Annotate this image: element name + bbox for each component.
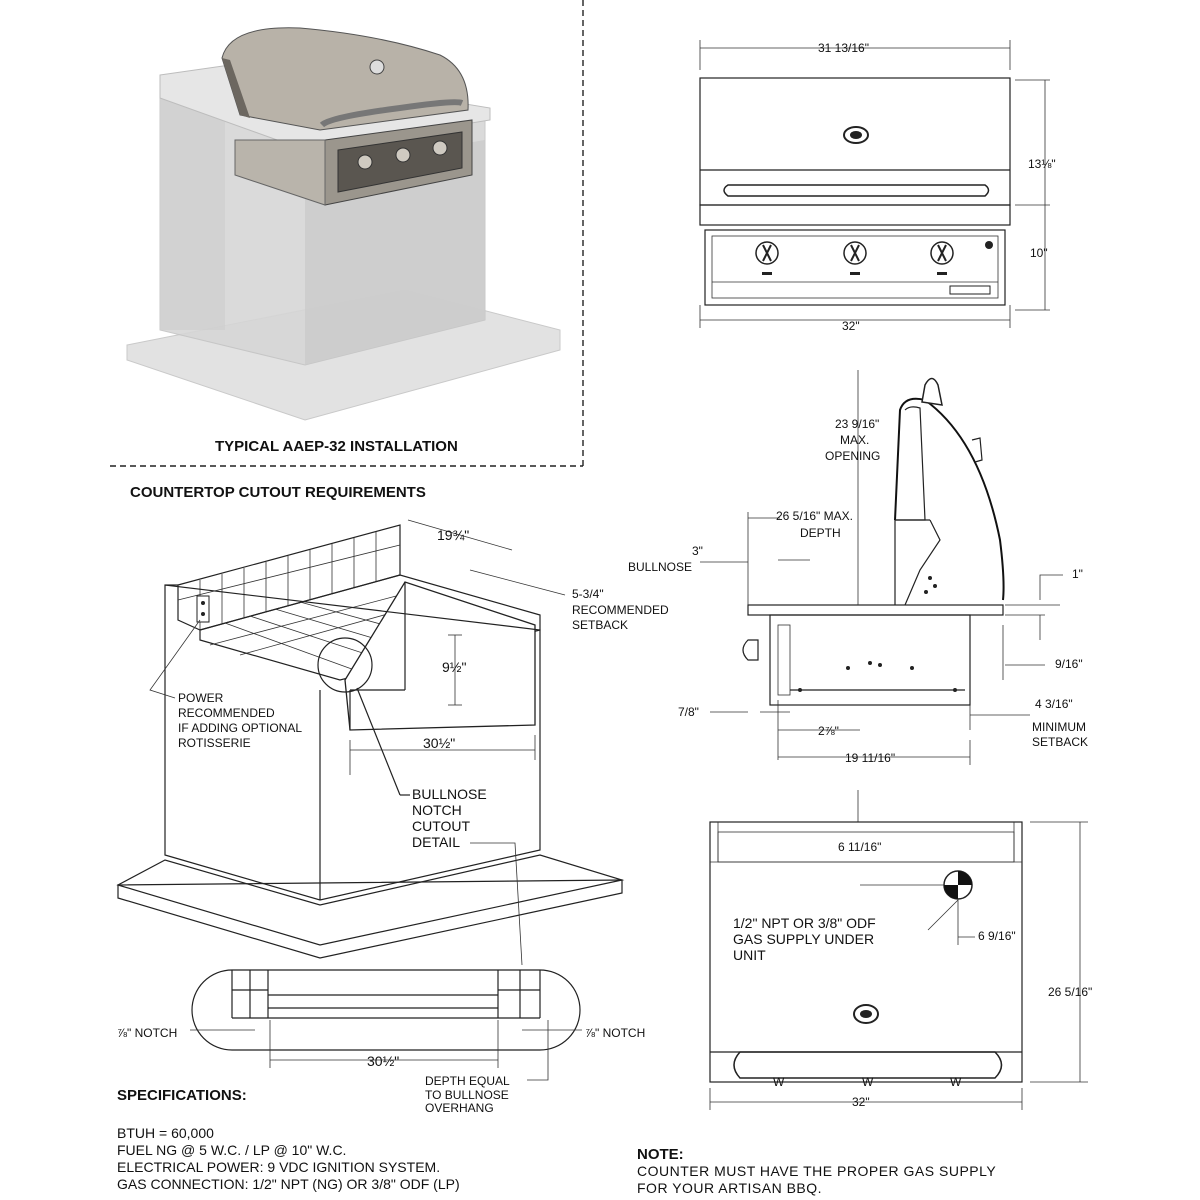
top-dim-lip: 6 11/16" <box>838 840 881 854</box>
knob-2-icon <box>395 147 411 163</box>
note-block: NOTE: COUNTER MUST HAVE THE PROPER GAS S… <box>637 1146 996 1196</box>
notch-detail: ⅞" NOTCH ⅞" NOTCH 30½" DEPTH EQUAL TO BU… <box>117 969 645 1115</box>
side-dim-bullnose: 3" <box>692 544 703 558</box>
cutout-dim-width-top: 19¾" <box>437 527 469 543</box>
side-dim-depth: 19 11/16" <box>845 751 895 765</box>
max-opening-line2: OPENING <box>825 449 880 463</box>
depth-line3: OVERHANG <box>425 1101 494 1115</box>
front-dim-base-height: 10" <box>1030 246 1048 260</box>
top-view: 6 11/16" 1/2" NPT OR 3/8" ODF GAS SUPPLY… <box>709 790 1092 1110</box>
side-dim-max-depth: 26 5/16" MAX. <box>776 509 853 523</box>
notch-dim-width: 30½" <box>367 1053 399 1069</box>
svg-text:W: W <box>773 1075 785 1089</box>
specs-heading: SPECIFICATIONS: <box>117 1087 247 1104</box>
specs-line3: ELECTRICAL POWER: 9 VDC IGNITION SYSTEM. <box>117 1159 440 1175</box>
cutout-base-slab <box>116 854 625 946</box>
top-handle <box>733 1051 1003 1079</box>
top-dim-width: 32" <box>852 1095 870 1109</box>
cutout-dim-width: 30½" <box>423 735 455 751</box>
cutout-setback-line1: RECOMMENDED <box>572 603 669 617</box>
cutout-diagram: COUNTERTOP CUTOUT REQUIREMENTS <box>116 484 669 966</box>
cutout-setback-line2: SETBACK <box>572 618 628 632</box>
side-dim-two-seven-eighths: 2⅞" <box>818 724 839 738</box>
specs-line1: BTUH = 60,000 <box>117 1125 214 1141</box>
side-dim-one: 1" <box>1072 567 1083 581</box>
gas-line2: GAS SUPPLY UNDER <box>733 931 874 947</box>
note-line1: COUNTER MUST HAVE THE PROPER GAS SUPPLY <box>637 1163 996 1179</box>
bullnose-notch-circle <box>317 637 373 693</box>
notch-line1: BULLNOSE <box>412 786 487 802</box>
note-line2: FOR YOUR ARTISAN BBQ. <box>637 1180 822 1196</box>
notch-line3: CUTOUT <box>412 818 471 834</box>
max-depth-line2: DEPTH <box>800 526 841 540</box>
top-dim-depth: 26 5/16" <box>1048 985 1092 999</box>
gas-line1: 1/2" NPT OR 3/8" ODF <box>733 915 876 931</box>
knob-1-icon <box>357 154 373 170</box>
top-view-outline <box>709 821 1023 1083</box>
side-handle-knob <box>921 377 943 406</box>
knob-3-icon <box>432 140 448 156</box>
hood-thermometer <box>369 59 385 75</box>
power-line2: RECOMMENDED <box>178 706 275 720</box>
top-dim-gas-offset: 6 9/16" <box>978 929 1016 943</box>
hood-handle <box>319 99 464 128</box>
cutout-opening <box>344 581 536 731</box>
side-view: 23 9/16" MAX. OPENING 26 5/16" MAX. DEPT… <box>628 370 1088 765</box>
right-notch-label: ⅞" NOTCH <box>585 1026 645 1040</box>
power-line4: ROTISSERIE <box>178 736 251 750</box>
cutout-island-body <box>164 584 541 901</box>
depth-line1: DEPTH EQUAL <box>425 1074 510 1088</box>
cutout-heading: COUNTERTOP CUTOUT REQUIREMENTS <box>130 484 426 501</box>
side-dim-seven-eighths: 7/8" <box>678 705 699 719</box>
specs-line2: FUEL NG @ 5 W.C. / LP @ 10" W.C. <box>117 1142 346 1158</box>
specifications: SPECIFICATIONS: BTUH = 60,000 FUEL NG @ … <box>117 1087 460 1192</box>
front-handle <box>723 184 990 197</box>
cutout-dim-setback: 5-3/4" <box>572 587 604 601</box>
notch-line4: DETAIL <box>412 834 460 850</box>
left-notch-label: ⅞" NOTCH <box>117 1026 177 1040</box>
front-dim-top-width: 31 13/16" <box>818 41 869 55</box>
specs-line4: GAS CONNECTION: 1/2" NPT (NG) OR 3/8" OD… <box>117 1176 460 1192</box>
power-line3: IF ADDING OPTIONAL <box>178 721 302 735</box>
cutout-dim-height: 9½" <box>442 659 466 675</box>
side-hood-open <box>894 397 1005 601</box>
setback-line1: MINIMUM <box>1032 720 1086 734</box>
side-dim-nine-sixteenths: 9/16" <box>1055 657 1083 671</box>
bullnose-outline <box>191 969 581 1051</box>
side-firebox <box>747 604 1004 616</box>
tile-backsplash <box>177 524 401 631</box>
note-heading: NOTE: <box>637 1146 684 1163</box>
front-control-panel <box>704 229 1006 306</box>
gas-line3: UNIT <box>733 947 766 963</box>
front-ignition-button <box>985 241 993 249</box>
max-opening-line1: MAX. <box>840 433 869 447</box>
front-dim-bottom-width: 32" <box>842 319 860 333</box>
power-line1: POWER <box>178 691 224 705</box>
install-caption: TYPICAL AAEP-32 INSTALLATION <box>215 438 458 455</box>
depth-line2: TO BULLNOSE <box>425 1088 509 1102</box>
svg-text:W: W <box>862 1075 874 1089</box>
front-dim-hood-height: 13⅛" <box>1028 157 1056 171</box>
setback-line2: SETBACK <box>1032 735 1088 749</box>
installation-render: TYPICAL AAEP-32 INSTALLATION <box>110 0 584 467</box>
front-view: 31 13/16" 13⅛" 10" 32" <box>699 40 1056 333</box>
front-logo-plate <box>949 285 991 295</box>
side-dim-setback: 4 3/16" <box>1035 697 1073 711</box>
power-outlet-icon <box>196 595 210 623</box>
svg-text:W: W <box>950 1075 962 1089</box>
side-dim-max-opening: 23 9/16" <box>835 417 879 431</box>
notch-line2: NOTCH <box>412 802 462 818</box>
bullnose-label: BULLNOSE <box>628 560 692 574</box>
